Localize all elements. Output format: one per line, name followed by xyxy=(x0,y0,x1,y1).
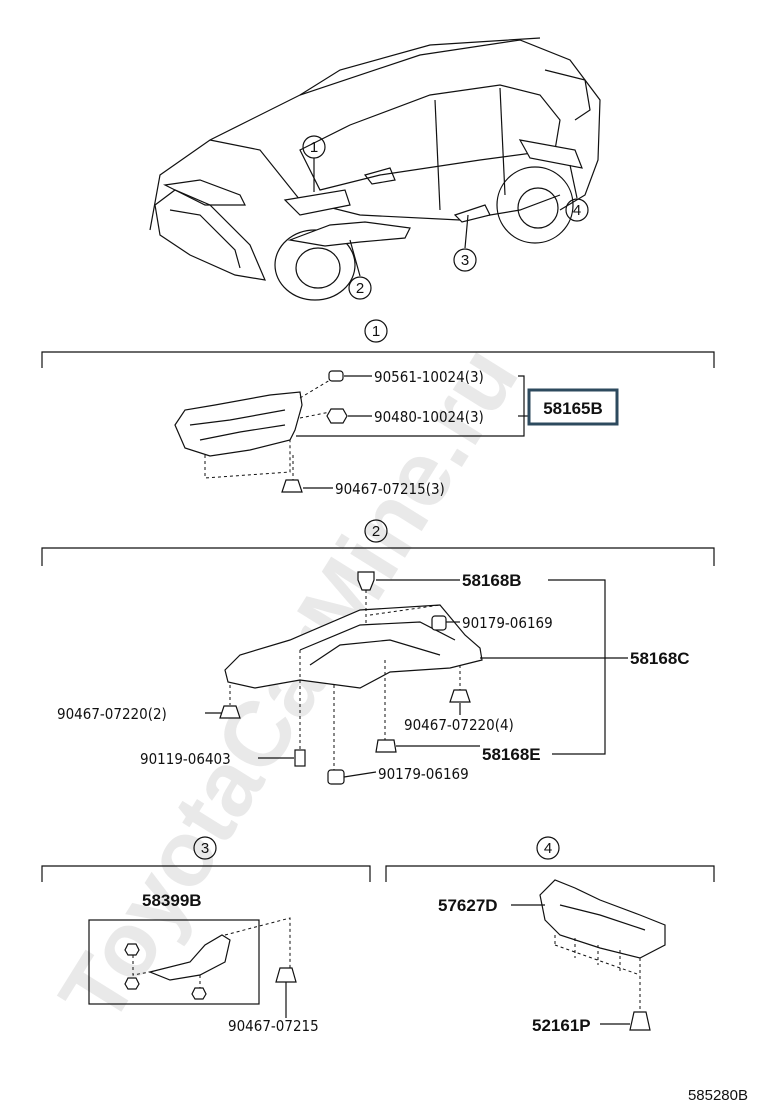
svg-text:58165B: 58165B xyxy=(543,399,603,418)
overview-callout-2: 2 xyxy=(348,276,372,300)
label-90467-07215: 90467-07215(3) xyxy=(335,480,445,498)
section-2-bracket xyxy=(41,547,715,566)
boxed-part-58165B: 58165B xyxy=(527,388,619,426)
part-58168C-overview xyxy=(287,221,411,247)
part-58399B xyxy=(148,934,231,981)
clip-90467-07215 xyxy=(281,479,303,493)
part-58165B xyxy=(174,391,303,457)
nut-90179-06169-top xyxy=(431,615,447,631)
label-58399B: 58399B xyxy=(142,891,202,910)
overview-callout-4: 4 xyxy=(565,198,589,222)
section-4-bracket xyxy=(385,865,715,882)
label-90480-10024: 90480-10024(3) xyxy=(374,408,484,426)
section-3: 3 58399B 90467-07215 xyxy=(41,836,371,1035)
section-1: 1 90561-10024(3) 90480-10024(3) 90467-07… xyxy=(41,319,715,498)
svg-text:3: 3 xyxy=(461,252,469,269)
label-52161P: 52161P xyxy=(532,1016,591,1035)
label-90467-07220-4: 90467-07220(4) xyxy=(404,716,514,734)
nut-90561-10024 xyxy=(328,370,344,382)
label-90119-06403: 90119-06403 xyxy=(140,750,231,768)
label-57627D: 57627D xyxy=(438,896,498,915)
label-90467-07220-2: 90467-07220(2) xyxy=(57,705,167,723)
nut-90179-06169-bottom xyxy=(327,769,345,785)
nut-90480-10024 xyxy=(326,408,348,424)
nut-small-3 xyxy=(191,987,207,1000)
clip-58168E xyxy=(375,739,397,753)
section-2: 2 xyxy=(41,519,715,785)
clip-58168B xyxy=(357,571,375,591)
label-90179-06169-top: 90179-06169 xyxy=(462,614,553,632)
svg-text:4: 4 xyxy=(573,202,581,219)
label-90467-07215-s3: 90467-07215 xyxy=(228,1017,319,1035)
label-58168C: 58168C xyxy=(630,649,690,668)
section-2-callout: 2 xyxy=(364,519,388,543)
svg-text:1: 1 xyxy=(372,323,380,340)
overview-callout-1: 1 xyxy=(302,135,326,159)
svg-text:1: 1 xyxy=(310,139,318,156)
part-57627D xyxy=(539,879,666,959)
car-overview xyxy=(149,37,601,301)
label-90561-10024: 90561-10024(3) xyxy=(374,368,484,386)
part-58165B-overview xyxy=(283,189,351,216)
nut-small-2 xyxy=(124,977,140,990)
clip-90467-07215-s3 xyxy=(275,967,297,983)
clip-52161P xyxy=(629,1011,651,1031)
svg-text:3: 3 xyxy=(201,840,209,857)
label-58168E: 58168E xyxy=(482,745,541,764)
section-1-bracket xyxy=(41,351,715,368)
svg-text:2: 2 xyxy=(372,523,380,540)
label-58168B: 58168B xyxy=(462,571,522,590)
bolt-90119-06403 xyxy=(294,749,306,767)
clip-90467-07220-right xyxy=(449,689,471,703)
assembly-box-58399B xyxy=(88,919,260,1005)
figure-code: 585280B xyxy=(688,1087,748,1104)
part-58399B-overview xyxy=(453,204,491,223)
label-90179-06169-bottom: 90179-06169 xyxy=(378,765,469,783)
section-4: 4 57627D 52161P xyxy=(385,836,715,1035)
svg-text:4: 4 xyxy=(544,840,552,857)
section-4-callout: 4 xyxy=(536,836,560,860)
section-3-bracket xyxy=(41,865,371,882)
nut-small-1 xyxy=(124,943,140,956)
part-58168C xyxy=(224,604,483,689)
section-3-callout: 3 xyxy=(193,836,217,860)
section-1-callout: 1 xyxy=(364,319,388,343)
overview-callout-3: 3 xyxy=(453,248,477,272)
part-57627D-overview xyxy=(518,139,583,169)
svg-text:2: 2 xyxy=(356,280,364,297)
clip-90467-07220-left xyxy=(219,705,241,719)
